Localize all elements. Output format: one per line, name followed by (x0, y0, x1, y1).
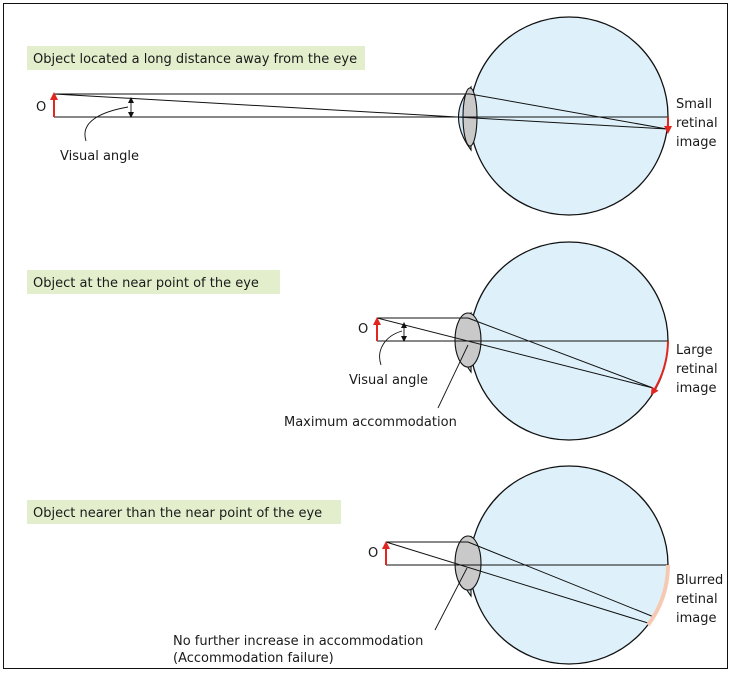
visual-angle-label: Visual angle (349, 373, 428, 388)
caption-background (27, 270, 280, 294)
accommodation-leader (437, 344, 469, 409)
ray-chief (376, 317, 654, 389)
image-label-line-2: retinal (676, 592, 718, 607)
image-label-line-3: image (676, 135, 717, 150)
ray-refracted (467, 317, 654, 389)
panel-caption: Object located a long distance away from… (33, 52, 357, 67)
blurred-retinal-image (646, 564, 671, 627)
image-label-line-1: Small (676, 97, 712, 112)
visual-angle-leader (84, 106, 129, 142)
accommodation-label: Maximum accommodation (284, 415, 457, 430)
object-label: O (358, 322, 368, 337)
image-label-line-3: image (676, 381, 717, 396)
visual-angle-leader (379, 330, 403, 366)
visual-angle-label: Visual angle (60, 149, 139, 164)
panel-near-point: Object at the near point of the eye O Vi… (27, 241, 718, 441)
accommodation-label-line-2: (Accommodation failure) (173, 651, 334, 666)
figure-frame (3, 3, 728, 669)
retinal-image-arrow (650, 340, 669, 396)
object-label: O (36, 100, 46, 115)
panel-nearer-than-near-point: Object nearer than the near point of the… (27, 465, 723, 666)
ray-chief (53, 93, 668, 130)
image-label-line-3: image (676, 611, 717, 626)
accommodation-label-line-1: No further increase in accommodation (173, 634, 423, 649)
ray-refracted (467, 541, 655, 618)
image-label-line-2: retinal (676, 116, 718, 131)
accommodation-leader (434, 567, 468, 631)
panel-caption: Object nearer than the near point of the… (33, 506, 322, 521)
lens (454, 535, 482, 591)
eyeball (469, 16, 669, 216)
ray-chief (385, 541, 649, 624)
caption-background (27, 500, 341, 524)
image-label-line-1: Blurred (676, 573, 723, 588)
image-label-line-1: Large (676, 343, 713, 358)
panel-caption: Object at the near point of the eye (33, 276, 259, 291)
caption-background (27, 46, 365, 70)
object-label: O (368, 546, 378, 561)
lens (454, 312, 482, 368)
ray-refracted (469, 93, 668, 130)
panel-far-object: Object located a long distance away from… (27, 16, 718, 216)
image-label-line-2: retinal (676, 362, 718, 377)
